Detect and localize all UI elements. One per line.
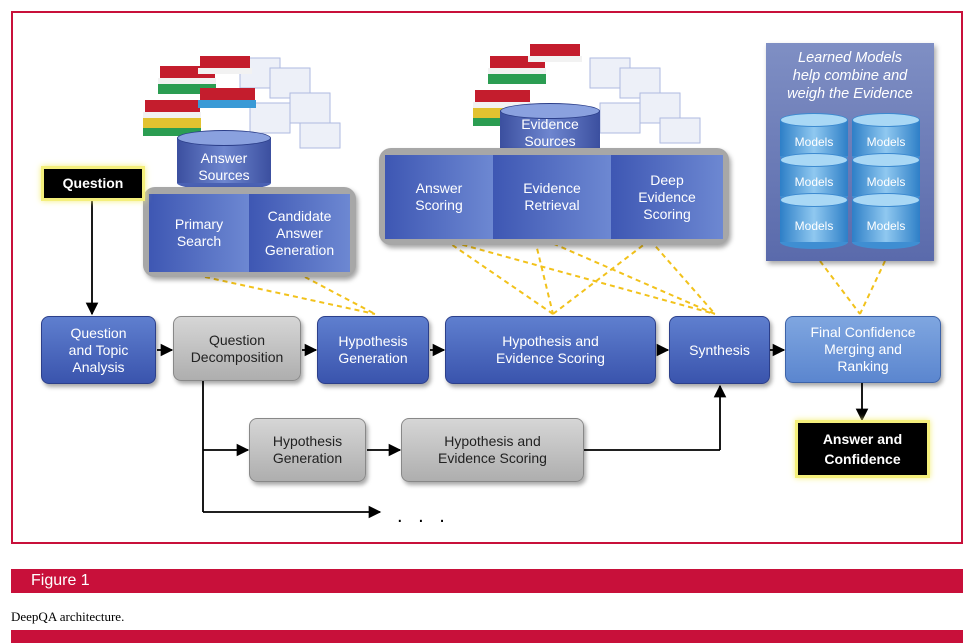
- question-box: Question: [41, 166, 145, 201]
- learned-models-title: Learned Models help combine and weigh th…: [787, 50, 913, 102]
- learned-models-panel: Learned Models help combine and weigh th…: [766, 43, 934, 261]
- final-confidence-box: Final Confidence Merging and Ranking: [785, 316, 941, 383]
- question-decomposition-box: Question Decomposition: [173, 316, 301, 381]
- figure-caption: DeepQA architecture.: [11, 609, 125, 624]
- hypothesis-evidence-scoring-box: Hypothesis and Evidence Scoring: [445, 316, 656, 384]
- candidate-generation-box: Candidate Answer Generation: [249, 194, 350, 272]
- answer-scoring-box: Answer Scoring: [385, 155, 493, 239]
- dashed-links: [204, 239, 886, 315]
- hypothesis-generation-box: Hypothesis Generation: [317, 316, 429, 384]
- answer-sources-db: Answer Sources: [177, 130, 271, 190]
- answer-confidence-box: Answer and Confidence: [795, 420, 930, 478]
- figure-bar: Figure 1: [11, 569, 963, 593]
- models-db: Models: [852, 193, 920, 249]
- evidence-sources-label: Evidence Sources: [521, 116, 579, 149]
- ellipsis: . . .: [397, 505, 450, 527]
- figure-label: Figure 1: [31, 572, 90, 589]
- models-db: Models: [780, 153, 848, 203]
- books-image-left: [143, 56, 341, 149]
- bottom-bar: [11, 630, 963, 643]
- branch-hypothesis-generation-box: Hypothesis Generation: [249, 418, 366, 482]
- deep-evidence-scoring-box: Deep Evidence Scoring: [611, 155, 723, 239]
- evidence-retrieval-box: Evidence Retrieval: [493, 155, 611, 239]
- synthesis-box: Synthesis: [669, 316, 770, 384]
- primary-search-box: Primary Search: [149, 194, 249, 272]
- models-db: Models: [780, 193, 848, 249]
- question-topic-analysis-box: Question and Topic Analysis: [41, 316, 156, 384]
- branch-hypothesis-evidence-scoring-box: Hypothesis and Evidence Scoring: [401, 418, 584, 482]
- answer-sources-label: Answer Sources: [198, 150, 250, 183]
